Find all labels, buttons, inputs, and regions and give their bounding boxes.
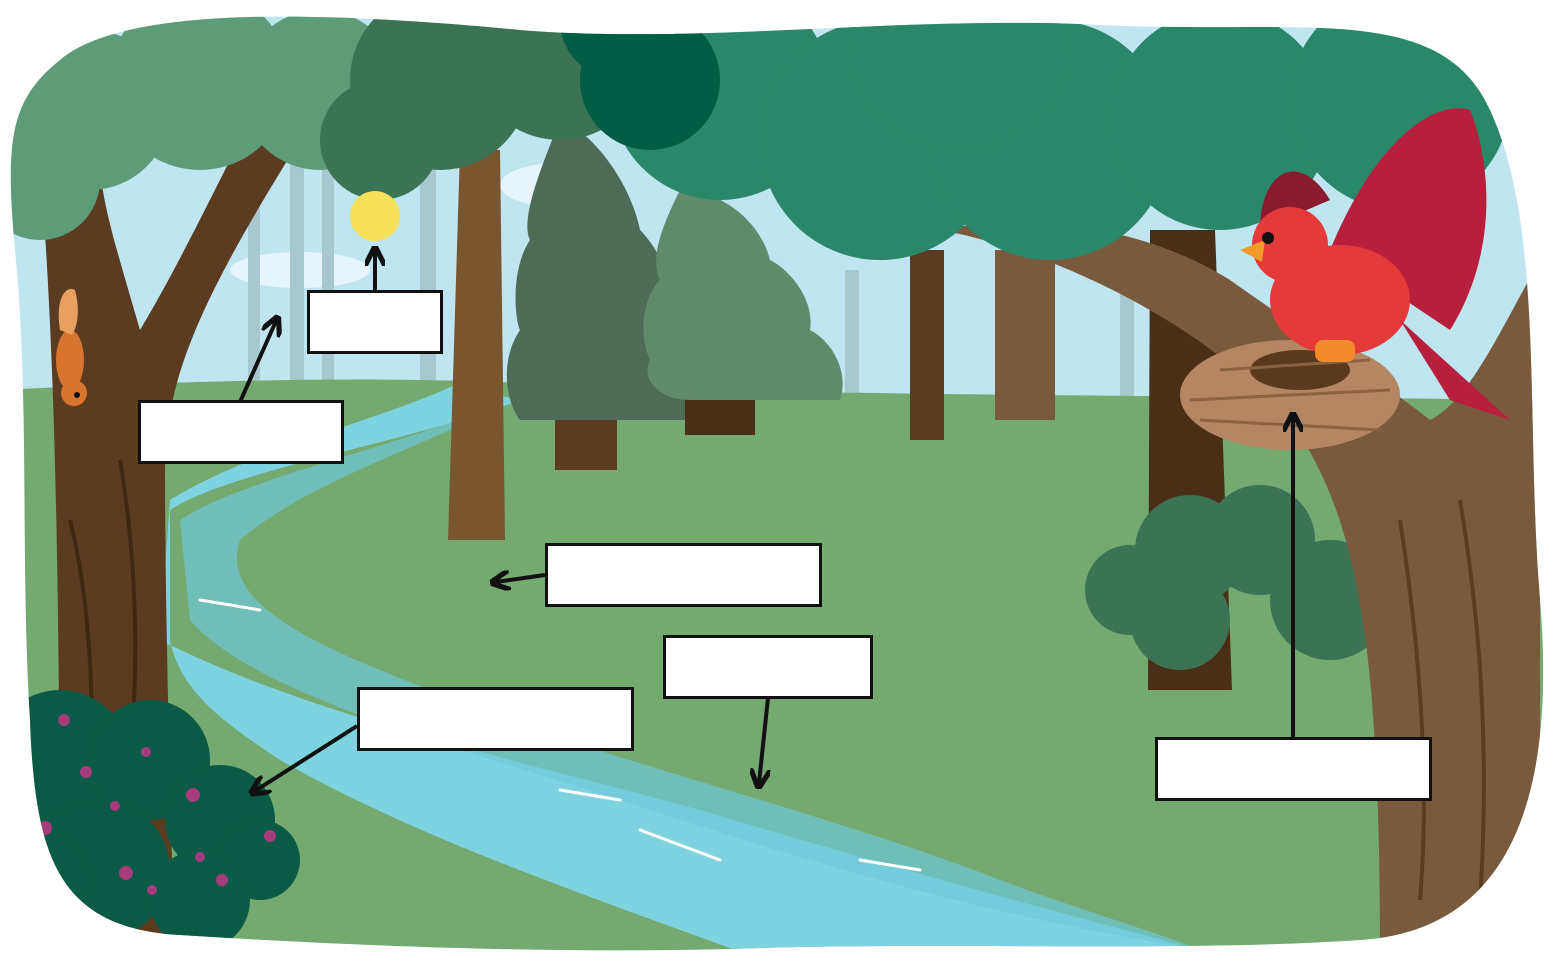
label-box-river[interactable] — [663, 635, 873, 699]
nest-icon — [1180, 340, 1400, 450]
label-box-ground[interactable] — [545, 543, 822, 607]
label-box-nest[interactable] — [1155, 737, 1432, 801]
label-box-berry-bush[interactable] — [357, 687, 634, 751]
sun-icon — [350, 191, 400, 241]
label-box-tree-trunk[interactable] — [138, 400, 344, 464]
label-box-sun[interactable] — [307, 290, 443, 354]
